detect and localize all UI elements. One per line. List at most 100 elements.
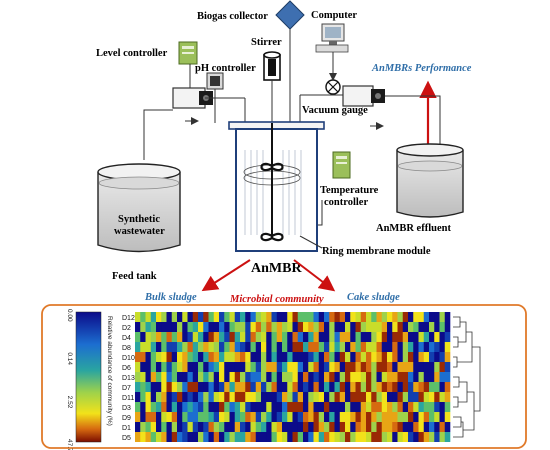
heatmap-cell	[261, 372, 267, 382]
heatmap-cell	[402, 312, 409, 322]
heatmap-cell	[423, 412, 430, 422]
heatmap-cell	[266, 342, 272, 352]
heatmap-cell	[219, 382, 225, 392]
heatmap-cell	[166, 412, 173, 422]
heatmap-cell	[423, 392, 430, 402]
heatmap-cell	[177, 332, 183, 342]
heatmap-cell	[166, 382, 173, 392]
heatmap-cell	[439, 352, 446, 362]
heatmap-cell	[297, 432, 304, 442]
heatmap-cell	[145, 392, 152, 402]
heatmap-cell	[434, 392, 440, 402]
heatmap-cell	[397, 322, 404, 332]
heatmap-cell	[402, 322, 409, 332]
heatmap-cell	[313, 342, 320, 352]
heatmap-cell	[303, 312, 309, 322]
heatmap-cell	[429, 402, 435, 412]
heatmap-row-label: D4	[122, 335, 131, 342]
heatmap-cell	[276, 312, 283, 322]
heatmap-cell	[192, 412, 199, 422]
heatmap-cell	[219, 312, 225, 322]
colorbar-tick-label: 2.52	[66, 396, 73, 409]
heatmap-cell	[397, 382, 404, 392]
heatmap-cell	[145, 352, 152, 362]
heatmap-cell	[339, 382, 346, 392]
heatmap-cell	[308, 432, 314, 442]
heatmap-cell	[345, 402, 351, 412]
heatmap-cell	[198, 422, 204, 432]
heatmap-cell	[203, 382, 209, 392]
heatmap-cell	[166, 322, 173, 332]
heatmap-cell	[203, 372, 209, 382]
heatmap-cell	[135, 422, 141, 432]
heatmap-row-label: D2	[122, 325, 131, 332]
heatmap-cell	[355, 402, 362, 412]
heatmap-cell	[402, 352, 409, 362]
heatmap-cell	[166, 432, 173, 442]
colorbar-tick-label: 0.14	[66, 352, 73, 365]
heatmap-cell	[392, 322, 398, 332]
heatmap-cell	[444, 322, 451, 332]
heatmap-cell	[261, 322, 267, 332]
heatmap-cell	[381, 342, 388, 352]
heatmap-cell	[224, 362, 230, 372]
heatmap-cell	[381, 432, 388, 442]
heatmap-cell	[303, 402, 309, 412]
heatmap-cell	[376, 322, 383, 332]
heatmap-cell	[376, 412, 383, 422]
heatmap-cell	[229, 372, 236, 382]
heatmap-row-label: D11	[122, 395, 134, 402]
heatmap-cell	[434, 422, 440, 432]
heatmap-cell	[271, 372, 278, 382]
heatmap-cell	[418, 392, 425, 402]
heatmap-cell	[360, 352, 367, 362]
heatmap-cell	[150, 392, 157, 402]
heatmap-cell	[297, 352, 304, 362]
heatmap-cell	[276, 362, 283, 372]
heatmap-cell	[198, 352, 204, 362]
heatmap-cell	[182, 362, 188, 372]
heatmap-cell	[187, 412, 194, 422]
colorbar-tick-label: 0.00	[66, 309, 73, 322]
heatmap-cell	[334, 362, 341, 372]
heatmap-cell	[392, 332, 398, 342]
heatmap-cell	[198, 412, 204, 422]
heatmap-cell	[413, 342, 419, 352]
heatmap-cell	[345, 372, 351, 382]
heatmap-cell	[339, 402, 346, 412]
heatmap-row-label: D1	[122, 425, 131, 432]
level-controller-label: Level controller	[96, 48, 168, 59]
heatmap-cell	[255, 392, 262, 402]
heatmap-cell	[192, 322, 199, 332]
heatmap-cell	[444, 312, 451, 322]
heatmap-cell	[240, 322, 246, 332]
heatmap-cell	[161, 432, 167, 442]
heatmap-cell	[292, 382, 299, 392]
heatmap-cell	[287, 352, 293, 362]
heatmap-cell	[371, 352, 377, 362]
heatmap-cell	[345, 332, 351, 342]
heatmap-cell	[135, 312, 141, 322]
heatmap-cell	[287, 332, 293, 342]
heatmap-cell	[339, 412, 346, 422]
heatmap-cell	[297, 412, 304, 422]
heatmap-cell	[444, 422, 451, 432]
heatmap-cell	[182, 332, 188, 342]
heatmap-cell	[387, 412, 393, 422]
heatmap-cell	[292, 372, 299, 382]
heatmap-cell	[219, 392, 225, 402]
heatmap-cell	[402, 362, 409, 372]
heatmap-cell	[303, 322, 309, 332]
heatmap-cell	[145, 382, 152, 392]
heatmap-cell	[423, 322, 430, 332]
heatmap-cell	[324, 352, 330, 362]
heatmap-cell	[418, 342, 425, 352]
heatmap-cell	[182, 342, 188, 352]
heatmap-cell	[324, 412, 330, 422]
heatmap-cell	[213, 312, 220, 322]
heatmap-cell	[156, 312, 162, 322]
heatmap-cell	[213, 362, 220, 372]
anmbr-label: AnMBR	[251, 261, 302, 276]
heatmap-cell	[292, 422, 299, 432]
heatmap-cell	[255, 362, 262, 372]
